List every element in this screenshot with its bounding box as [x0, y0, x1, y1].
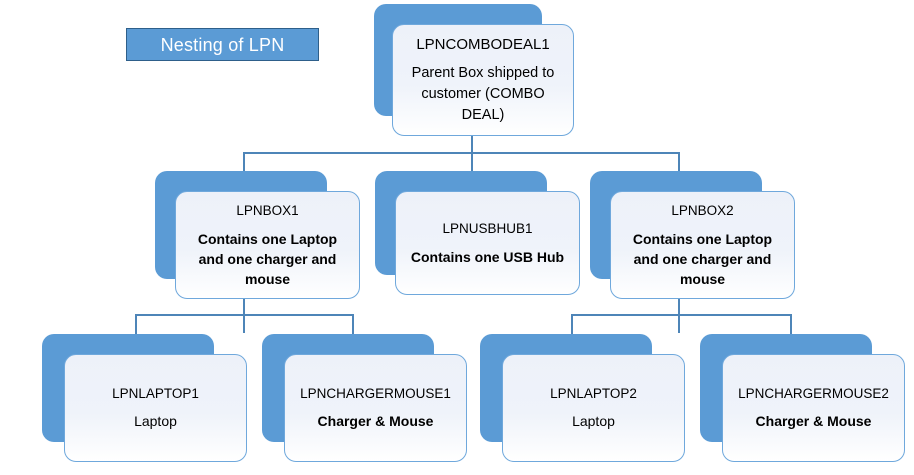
node-card[interactable]: LPNLAPTOP1 Laptop — [64, 354, 247, 462]
node-description: Laptop — [134, 413, 177, 429]
node-card[interactable]: LPNCHARGERMOUSE2 Charger & Mouse — [722, 354, 905, 462]
node-card[interactable]: LPNUSBHUB1 Contains one USB Hub — [395, 191, 580, 295]
connector-row2-bus — [243, 152, 680, 154]
node-description: Parent Box shipped to customer (COMBO DE… — [411, 64, 555, 123]
node-description: Charger & Mouse — [317, 413, 434, 429]
node-lpnbox2[interactable]: LPNBOX2 Contains one Laptop and one char… — [590, 171, 795, 299]
node-lpncombodeal1[interactable]: LPNCOMBODEAL1 Parent Box shipped to cust… — [374, 4, 574, 136]
connector-to-laptop1 — [135, 314, 137, 336]
node-description: Charger & Mouse — [755, 413, 872, 429]
node-lpnusbhub1[interactable]: LPNUSBHUB1 Contains one USB Hub — [375, 171, 580, 295]
connector-to-chargermouse1 — [352, 314, 354, 336]
node-card[interactable]: LPNCHARGERMOUSE1 Charger & Mouse — [284, 354, 467, 462]
node-lpnlaptop2[interactable]: LPNLAPTOP2 Laptop — [480, 334, 685, 462]
node-code-label: LPNCHARGERMOUSE2 — [738, 386, 889, 401]
node-code-label: LPNBOX2 — [671, 202, 734, 218]
node-code-label: LPNLAPTOP1 — [112, 386, 199, 401]
node-description: Contains one Laptop and one charger and … — [632, 230, 773, 287]
connector-to-box1 — [243, 152, 245, 174]
node-card[interactable]: LPNCOMBODEAL1 Parent Box shipped to cust… — [392, 24, 574, 136]
node-lpnchargermouse2[interactable]: LPNCHARGERMOUSE2 Charger & Mouse — [700, 334, 905, 462]
connector-to-box2 — [678, 152, 680, 174]
connector-to-laptop2 — [571, 314, 573, 336]
node-lpnlaptop1[interactable]: LPNLAPTOP1 Laptop — [42, 334, 247, 462]
connector-box2-bus — [571, 314, 791, 316]
node-card[interactable]: LPNBOX2 Contains one Laptop and one char… — [610, 191, 795, 299]
node-code-label: LPNCOMBODEAL1 — [416, 35, 550, 53]
node-code-label: LPNUSBHUB1 — [442, 220, 533, 236]
node-code-label: LPNBOX1 — [236, 202, 299, 218]
diagram-title-banner: Nesting of LPN — [126, 28, 319, 61]
node-card[interactable]: LPNBOX1 Contains one Laptop and one char… — [175, 191, 360, 299]
node-description: Contains one USB Hub — [410, 248, 565, 265]
node-card[interactable]: LPNLAPTOP2 Laptop — [502, 354, 685, 462]
diagram-title-text: Nesting of LPN — [160, 34, 285, 55]
node-code-label: LPNLAPTOP2 — [550, 386, 637, 401]
node-code-label: LPNCHARGERMOUSE1 — [300, 386, 451, 401]
node-description: Contains one Laptop and one charger and … — [197, 230, 338, 287]
node-lpnbox1[interactable]: LPNBOX1 Contains one Laptop and one char… — [155, 171, 360, 299]
connector-box1-bus — [135, 314, 354, 316]
node-lpnchargermouse1[interactable]: LPNCHARGERMOUSE1 Charger & Mouse — [262, 334, 467, 462]
node-description: Laptop — [572, 413, 615, 429]
connector-to-chargermouse2 — [790, 314, 792, 336]
